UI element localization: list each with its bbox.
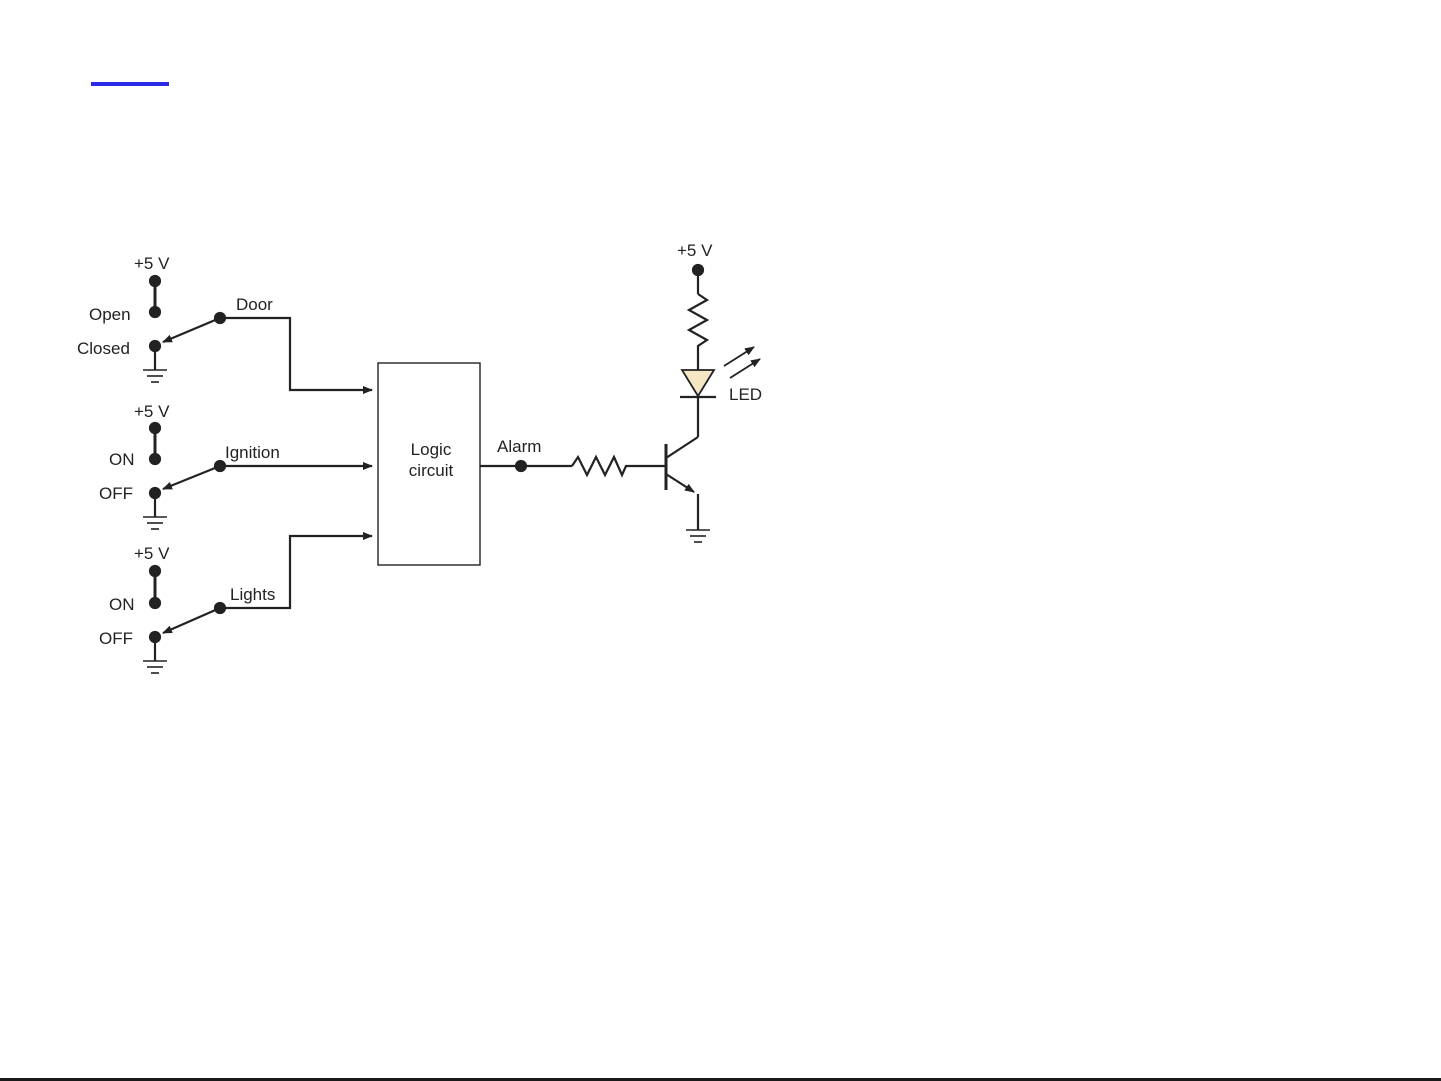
lights-on-label: ON: [109, 595, 135, 614]
led-resistor-icon: [689, 294, 707, 370]
led-branch: [680, 265, 760, 397]
door-switch-arm: [163, 318, 220, 342]
lights-on-contact: [150, 598, 160, 608]
lights-switch-arm: [163, 608, 220, 633]
driver-supply-label: +5 V: [677, 241, 713, 260]
emitter-ground-icon: [686, 530, 710, 542]
logic-block-label-line2: circuit: [409, 461, 454, 480]
light-emission-arrow-icon: [730, 359, 760, 378]
door-open-contact: [150, 307, 160, 317]
lights-ground-icon: [143, 637, 167, 673]
door-signal-label: Door: [236, 295, 273, 314]
lights-signal-label: Lights: [230, 585, 275, 604]
led-label: LED: [729, 385, 762, 404]
ignition-switch-arm: [163, 466, 220, 489]
ignition-ground-icon: [143, 493, 167, 529]
ignition-supply-label: +5 V: [134, 402, 170, 421]
lights-switch: [143, 536, 372, 673]
npn-transistor-icon: [666, 398, 698, 530]
lights-supply-label: +5 V: [134, 544, 170, 563]
alarm-node: [516, 461, 526, 471]
led-diode-icon: [682, 370, 714, 396]
logic-block-label-line1: Logic: [411, 440, 452, 459]
alarm-output: [480, 457, 666, 475]
ignition-signal-label: Ignition: [225, 443, 280, 462]
door-switch: [143, 276, 372, 390]
lights-off-label: OFF: [99, 629, 133, 648]
base-resistor-icon: [572, 457, 666, 475]
door-ground-icon: [143, 346, 167, 382]
ignition-switch: [143, 423, 372, 529]
door-open-label: Open: [89, 305, 131, 324]
door-signal-wire: [220, 318, 372, 390]
ignition-on-label: ON: [109, 450, 135, 469]
light-emission-arrow-icon: [724, 347, 754, 366]
ignition-on-contact: [150, 454, 160, 464]
door-supply-label: +5 V: [134, 254, 170, 273]
alarm-label: Alarm: [497, 437, 541, 456]
door-closed-label: Closed: [77, 339, 130, 358]
ignition-off-label: OFF: [99, 484, 133, 503]
